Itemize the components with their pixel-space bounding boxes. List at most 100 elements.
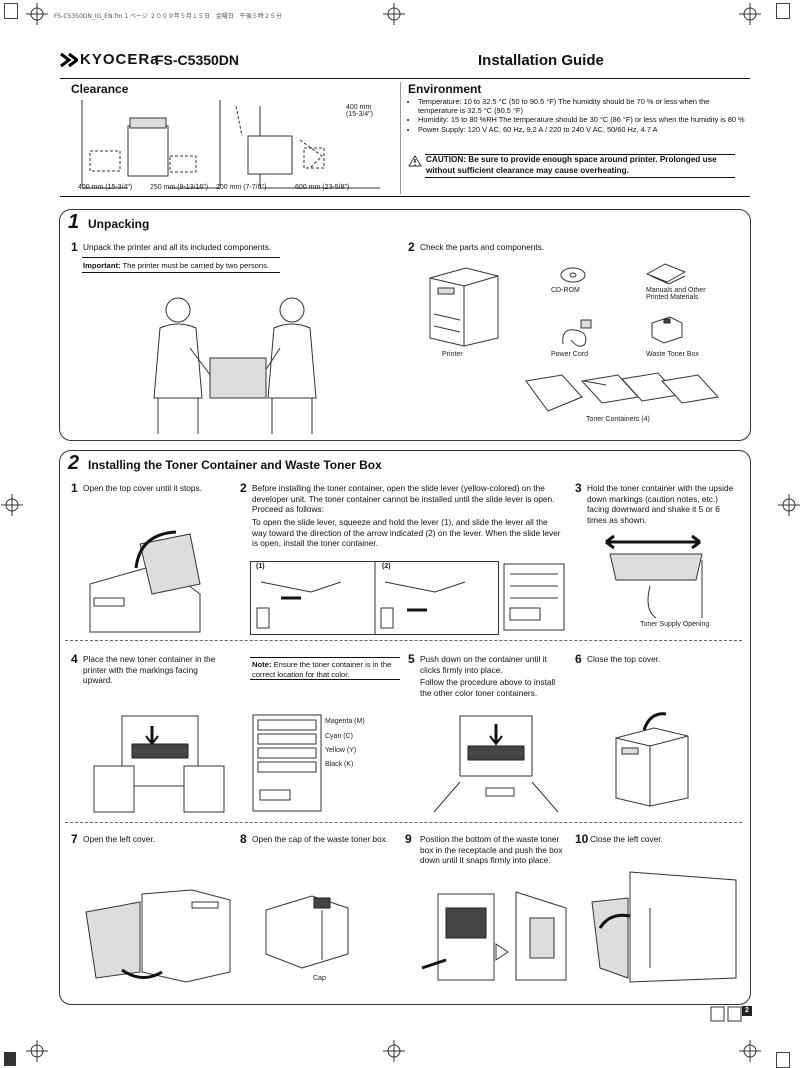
slide-lever-illustration [250, 561, 499, 635]
registration-mark [778, 494, 800, 516]
registration-mark [26, 3, 48, 25]
step-number: 2 [240, 481, 247, 495]
push-toner-illustration [430, 712, 562, 816]
step-text: Check the parts and components. [420, 242, 545, 252]
cd-rom-icon [560, 266, 586, 284]
divider [400, 82, 401, 194]
step-number: 7 [71, 832, 78, 846]
warning-icon [408, 154, 422, 167]
registration-mark [383, 3, 405, 25]
step-text: Position the bottom of the waste toner b… [420, 834, 563, 866]
part-label: Power Cord [551, 351, 588, 358]
environment-heading: Environment [408, 82, 482, 96]
caution-text: CAUTION: Be sure to provide enough space… [426, 155, 717, 175]
shake-toner-illustration [596, 530, 716, 620]
step-text: Open the left cover. [83, 834, 155, 844]
open-top-cover-illustration [80, 524, 230, 634]
step-number: 5 [408, 652, 415, 666]
section-number: 2 [68, 452, 80, 474]
corner-box [776, 3, 790, 19]
step-number: 1 [71, 240, 78, 254]
close-left-cover-illustration [590, 868, 738, 986]
toner-containers-illustration [522, 371, 720, 415]
brand-logo: KYOCERa [80, 51, 160, 68]
page-number: 2 [742, 1006, 752, 1016]
step-number: 2 [408, 240, 415, 254]
step-number: 3 [575, 481, 582, 495]
step-text: Unpack the printer and all its included … [83, 242, 272, 252]
important-rule [82, 272, 280, 273]
kyocera-logo-icon [60, 52, 80, 68]
step-number: 10 [575, 832, 589, 846]
section-number: 1 [68, 211, 80, 233]
row-divider [65, 640, 742, 641]
dim-top: 400 mm (15-3/4") [346, 104, 373, 118]
dim-left: 400 mm (15-3/4") [78, 184, 133, 191]
caption: Toner Supply Opening [640, 621, 710, 628]
dim-front: 200 mm (7-7/8") [216, 184, 267, 191]
caution-rule [425, 154, 735, 155]
step-text: Open the top cover until it stops. [83, 483, 202, 493]
corner-box [4, 1052, 16, 1066]
step-number: 1 [71, 481, 78, 495]
step-text: Place the new toner container in the pri… [83, 654, 216, 686]
header-rule [60, 78, 750, 79]
printer-illustration [426, 264, 502, 348]
step-text-2: To open the slide lever, squeeze and hol… [252, 517, 561, 549]
section-title: Unpacking [88, 217, 150, 231]
file-header: FS-C5350DN_IG_EN.fm 1 ページ ２００９年５月１５日 金曜日… [54, 13, 282, 20]
color-label: Cyan (C) [325, 733, 354, 740]
place-toner-illustration [92, 706, 227, 814]
env-power: Power Supply: 120 V AC, 60 Hz, 9.2 A / 2… [418, 125, 748, 134]
environment-list: Temperature: 10 to 32.5 °C (50 to 90.5 °… [408, 97, 748, 134]
open-left-cover-illustration [82, 888, 232, 984]
power-cord-icon [559, 318, 595, 350]
step-number: 8 [240, 832, 247, 846]
step-number: 4 [71, 652, 78, 666]
close-top-cover-illustration [610, 708, 694, 808]
dim-rear: 600 mm (23-5/8") [295, 184, 350, 191]
step-text: Hold the toner container with the upside… [587, 483, 734, 525]
step-text: Close the left cover. [590, 834, 663, 844]
part-label: Waste Toner Box [646, 351, 699, 358]
manuals-icon [645, 262, 687, 285]
corner-box [776, 1052, 790, 1068]
callout-1: (1) [256, 563, 265, 570]
part-label: CD-ROM [551, 287, 580, 294]
clearance-diagram [60, 96, 390, 196]
caution-rule [425, 177, 735, 178]
row-divider [65, 822, 742, 823]
step-number: 6 [575, 652, 582, 666]
insert-waste-box-illustration [418, 888, 568, 984]
step-text: Push down on the container until it clic… [420, 654, 547, 675]
section-title: Installing the Toner Container and Waste… [88, 458, 382, 472]
corner-box [4, 3, 18, 19]
developer-unit-illustration [500, 560, 568, 634]
color-label: Yellow (Y) [325, 747, 357, 754]
waste-box-cap-illustration [262, 890, 352, 970]
callout-2: (2) [382, 563, 391, 570]
note-text: Note: Ensure the toner container is in t… [252, 660, 392, 679]
step-number: 9 [405, 832, 412, 846]
two-persons-illustration [150, 288, 325, 434]
part-label: Toner Containers (4) [586, 416, 650, 423]
model-name: FS-C5350DN [155, 52, 240, 68]
registration-mark [739, 1040, 761, 1062]
color-label: Magenta (M) [325, 718, 365, 725]
env-temperature: Temperature: 10 to 32.5 °C (50 to 90.5 °… [418, 97, 748, 115]
section-unpacking [59, 209, 751, 441]
color-label: Black (K) [325, 761, 354, 768]
important-rule [82, 257, 280, 258]
section-toner-install [59, 450, 751, 1005]
step-text-2: Follow the procedure above to install th… [420, 677, 556, 698]
color-slots-illustration [252, 714, 322, 812]
registration-mark [739, 3, 761, 25]
guide-title: Installation Guide [478, 52, 604, 69]
clearance-heading: Clearance [71, 82, 129, 96]
step-text: Open the cap of the waste toner box. [252, 834, 389, 844]
clearance-bottom-rule [60, 196, 750, 197]
important-note: Important: The printer must be carried b… [83, 261, 269, 270]
part-label: Printer [442, 351, 463, 358]
page-badge-icon [710, 1006, 742, 1022]
env-humidity: Humidity: 15 to 80 %RH The temperature s… [418, 115, 748, 124]
